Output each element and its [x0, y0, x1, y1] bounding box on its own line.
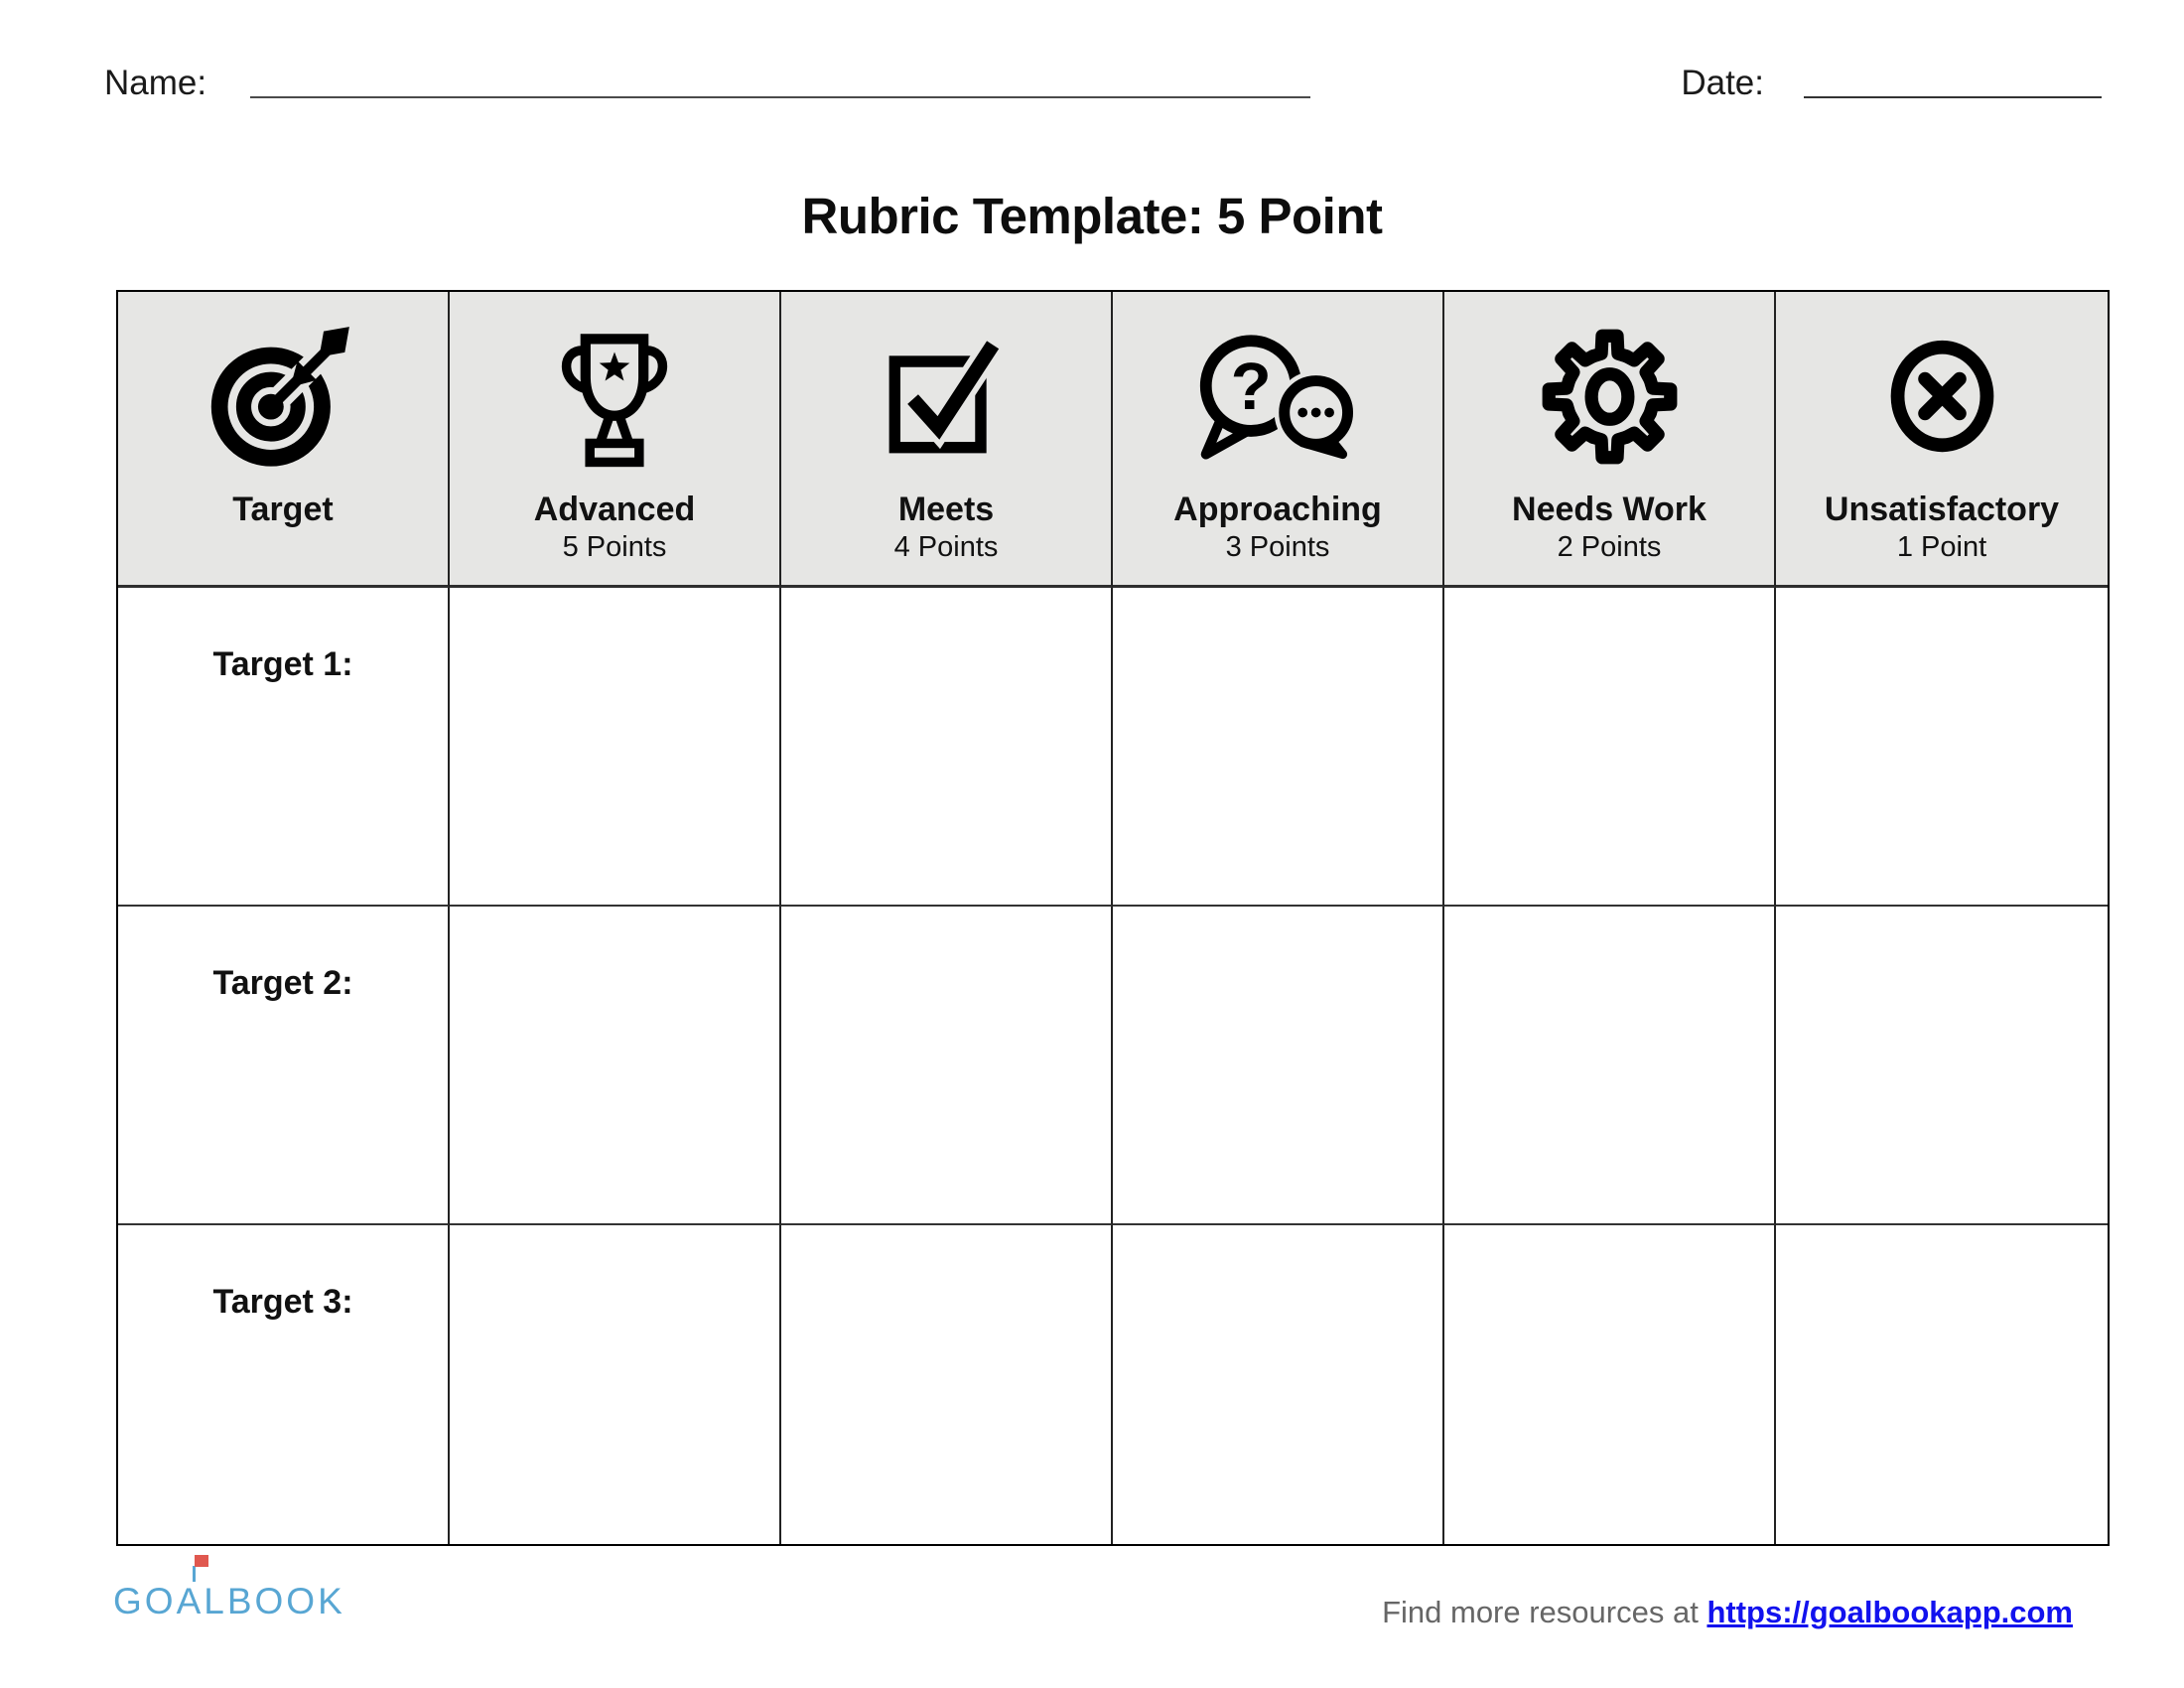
column-label: Target	[232, 491, 334, 528]
column-label: Needs Work	[1512, 491, 1706, 528]
rubric-cell-r2-advanced	[450, 907, 781, 1225]
date-blank-line	[1804, 96, 2102, 98]
rubric-cell-r3-meets	[781, 1225, 1113, 1544]
flag-pole	[192, 1566, 196, 1582]
rubric-cell-r1-approaching	[1113, 588, 1444, 907]
name-blank-line	[250, 96, 1311, 98]
header-cell-target: Target	[118, 292, 450, 588]
rubric-cell-r3-needs-work	[1444, 1225, 1776, 1544]
find-more-text: Find more resources at	[1382, 1595, 1699, 1629]
column-points: 3 Points	[1225, 531, 1330, 564]
header-cell-unsatisfactory: Unsatisfactory 1 Point	[1776, 292, 2108, 588]
logo-letter-a: A	[177, 1555, 208, 1622]
question-chat-bubbles-icon: ?	[1199, 334, 1358, 460]
target-icon	[210, 321, 358, 467]
rubric-cell-r1-unsatisfactory	[1776, 588, 2108, 907]
rubric-cell-r1-advanced	[450, 588, 781, 907]
logo-text-lbook: LBOOK	[204, 1581, 345, 1621]
column-points: 5 Points	[562, 531, 667, 564]
rubric-cell-r2-approaching	[1113, 907, 1444, 1225]
svg-text:?: ?	[1231, 350, 1272, 424]
header-cell-meets: Meets 4 Points	[781, 292, 1113, 588]
footer-note: Find more resources at https://goalbooka…	[1382, 1595, 2073, 1630]
checkbox-check-icon	[888, 338, 1004, 454]
rubric-cell-r3-approaching	[1113, 1225, 1444, 1544]
header-cell-advanced: Advanced 5 Points	[450, 292, 781, 588]
rubric-cell-r3-advanced	[450, 1225, 781, 1544]
row-label-text: Target 2:	[212, 964, 353, 1002]
rubric-table: Target Advanced 5 Points Meets	[116, 290, 2110, 1546]
column-points: 2 Points	[1557, 531, 1662, 564]
rubric-cell-r2-unsatisfactory	[1776, 907, 2108, 1225]
rubric-cell-r2-meets	[781, 907, 1113, 1225]
column-label: Meets	[897, 491, 995, 528]
rubric-cell-r1-needs-work	[1444, 588, 1776, 907]
column-points: 4 Points	[893, 531, 999, 564]
row-label-target-1: Target 1:	[118, 588, 450, 907]
header-cell-approaching: ? Approaching 3 Points	[1113, 292, 1444, 588]
flag-icon	[194, 1555, 208, 1567]
rubric-cell-r3-unsatisfactory	[1776, 1225, 2108, 1544]
header-cell-needs-work: Needs Work 2 Points	[1444, 292, 1776, 588]
date-label: Date:	[1681, 64, 1764, 102]
goalbookapp-link[interactable]: https://goalbookapp.com	[1706, 1595, 2073, 1629]
name-label: Name:	[104, 64, 207, 102]
gear-icon	[1537, 324, 1683, 470]
row-label-text: Target 1:	[212, 645, 353, 683]
x-circle-icon	[1890, 340, 1993, 453]
name-date-row: Name: Date:	[104, 64, 2102, 103]
column-label: Unsatisfactory	[1824, 491, 2060, 528]
page-title: Rubric Template: 5 Point	[801, 188, 1383, 244]
row-label-target-2: Target 2:	[118, 907, 450, 1225]
column-label: Approaching	[1173, 491, 1382, 528]
rubric-cell-r2-needs-work	[1444, 907, 1776, 1225]
logo-text-go: GO	[113, 1581, 177, 1621]
column-label: Advanced	[533, 491, 696, 528]
trophy-icon	[561, 334, 668, 468]
column-points: 1 Point	[1896, 531, 1987, 564]
row-label-target-3: Target 3:	[118, 1225, 450, 1544]
rubric-cell-r1-meets	[781, 588, 1113, 907]
row-label-text: Target 3:	[212, 1283, 353, 1321]
